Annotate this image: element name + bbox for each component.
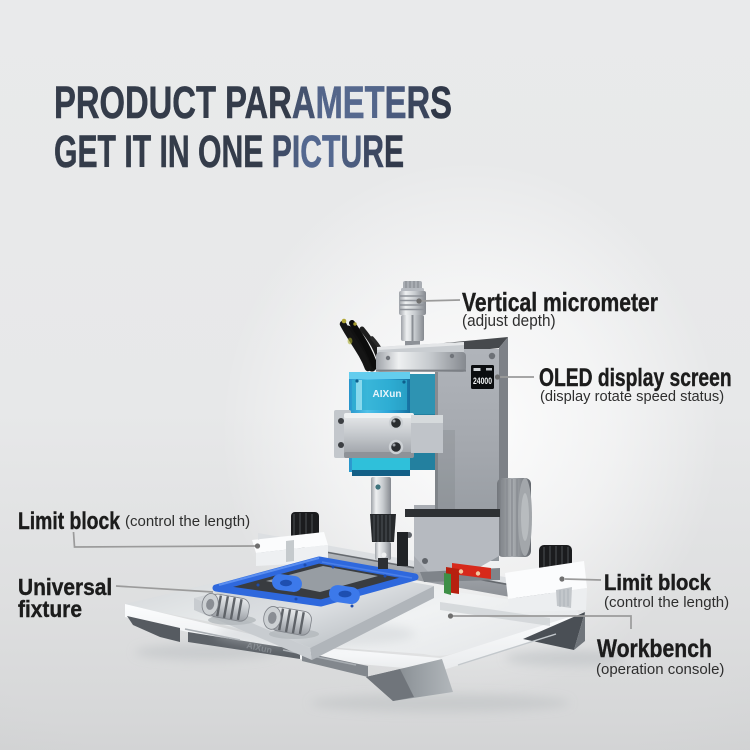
- svg-text:AIXun: AIXun: [373, 389, 402, 400]
- svg-text:24000: 24000: [473, 376, 492, 386]
